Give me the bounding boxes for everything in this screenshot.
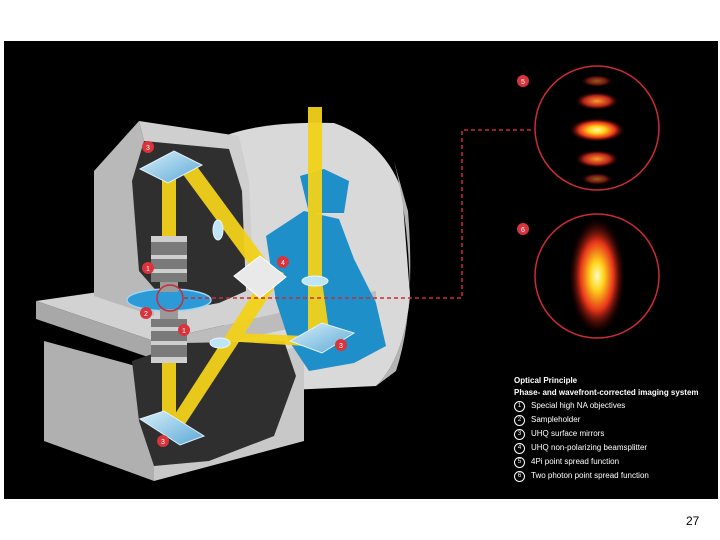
legend-title: Optical Principle	[514, 376, 578, 385]
mirror-right	[288, 322, 356, 354]
legend-item: 1 Special high NA objectives	[514, 399, 714, 413]
legend-item-label: 4Pi point spread function	[531, 457, 620, 466]
legend-item: 4 UHQ non-polarizing beamsplitter	[514, 441, 714, 455]
lens-lower	[209, 337, 231, 349]
legend-item-label: Special high NA objectives	[531, 401, 626, 410]
housing-base-front	[36, 301, 154, 359]
legend-item-label: Two photon point spread function	[531, 471, 649, 480]
legend-items: 1 Special high NA objectives 2 Sampleholder…	[514, 399, 714, 483]
legend-item-number: 5	[514, 456, 525, 468]
sample-stage	[126, 288, 212, 312]
focus-marker	[156, 284, 184, 312]
beam-splitter-to-mirror	[308, 281, 330, 337]
legend-item: 5 4Pi point spread function	[514, 455, 714, 469]
beam-lower-diagonal	[164, 267, 284, 435]
objective-upper	[151, 236, 187, 292]
beam-upper-vertical	[162, 169, 176, 249]
diagram-panel: 3 1 2 1 4 3 3 5 6 Optical Principle Phas…	[4, 41, 718, 499]
legend-item-label: UHQ non-polarizing beamsplitter	[531, 443, 648, 452]
callout-5: 5	[521, 79, 525, 86]
optical-diagram: 3 1 2 1 4 3 3 5 6	[36, 65, 660, 481]
callout-1: 1	[146, 266, 150, 273]
housing-lower-front	[44, 341, 154, 481]
callout-4: 4	[281, 260, 285, 267]
legend-item-number: 3	[514, 428, 525, 440]
page-number: 27	[686, 514, 700, 528]
legend-item-label: Sampleholder	[531, 415, 581, 424]
psf-two-photon	[534, 213, 660, 339]
callout-9: 3	[146, 145, 150, 152]
beam-upper-diagonal	[179, 161, 274, 279]
legend-item-label: UHQ surface mirrors	[531, 429, 605, 438]
legend-item-number: 1	[514, 400, 525, 412]
legend-item-number: 6	[514, 470, 525, 482]
legend-item: 3 UHQ surface mirrors	[514, 427, 714, 441]
psf-4pi	[534, 65, 660, 191]
callout-3-bottom: 3	[161, 439, 165, 446]
callout-6: 6	[521, 227, 525, 234]
legend-item-number: 4	[514, 442, 525, 454]
callout-1b: 1	[182, 328, 186, 335]
legend: Optical Principle Phase- and wavefront-c…	[514, 375, 714, 483]
legend-item-number: 2	[514, 414, 525, 426]
beamsplitter	[233, 255, 287, 299]
lens-upper	[212, 219, 224, 241]
callout-3-right: 3	[339, 343, 343, 350]
callout-badges: 3 1 2 1 4 3 3 5 6	[140, 75, 529, 447]
legend-item: 6 Two photon point spread function	[514, 469, 714, 483]
mirror-top	[138, 150, 204, 184]
callout-2: 2	[144, 311, 148, 318]
lens-input	[301, 275, 329, 287]
legend-item: 2 Sampleholder	[514, 413, 714, 427]
blue-region-right	[266, 211, 386, 371]
legend-subtitle: Phase- and wavefront-corrected imaging s…	[514, 388, 699, 397]
